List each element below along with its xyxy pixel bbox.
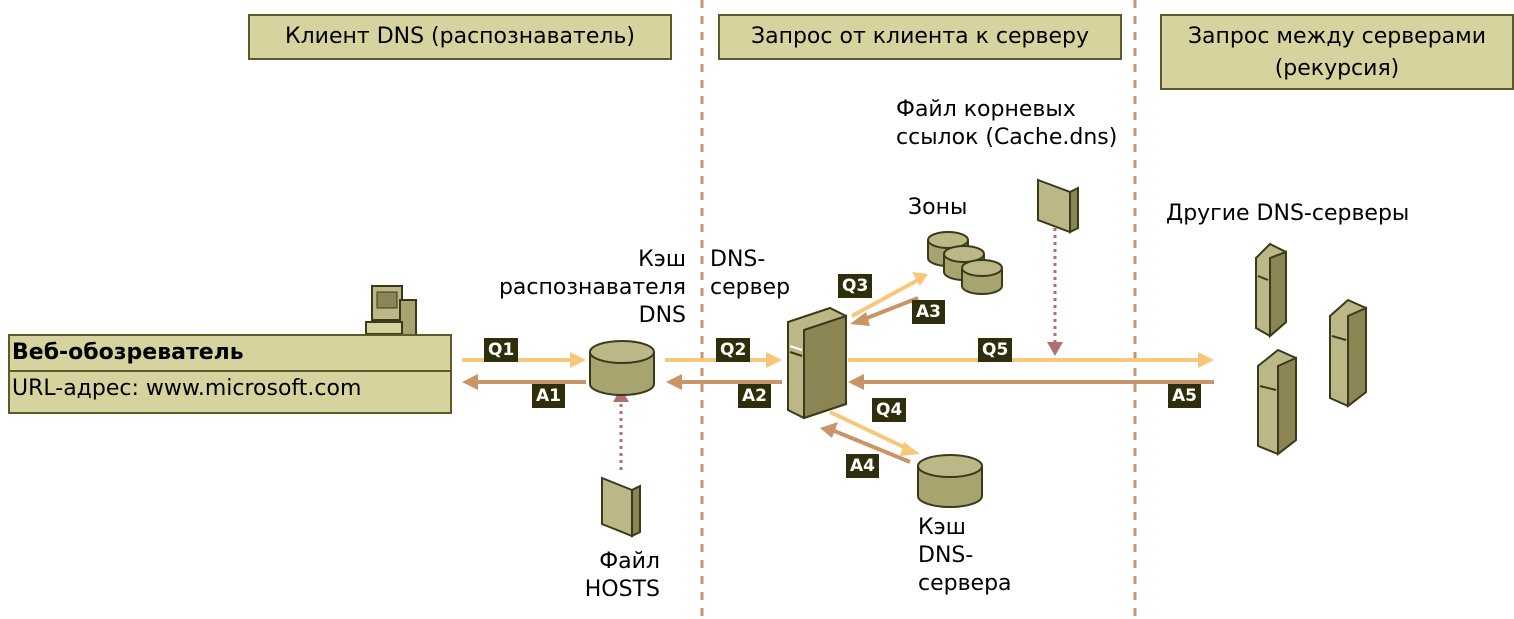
label-server-cache: Кэш DNS- сервера <box>918 515 1012 596</box>
badge-a3: A3 <box>912 300 945 324</box>
badge-a4: A4 <box>846 454 879 478</box>
hosts-file-icon <box>601 476 641 538</box>
badge-a1: A1 <box>532 384 565 408</box>
arrow-a3 <box>861 296 919 322</box>
browser-title: Веб-обозреватель <box>10 336 450 372</box>
badge-q4: Q4 <box>872 398 907 422</box>
arrow-q4 <box>829 410 911 452</box>
other-server-icon-2 <box>1329 298 1367 409</box>
header-between-servers: Запрос между серверами (рекурсия) <box>1160 14 1514 90</box>
dns-server-icon <box>787 306 847 420</box>
header-between-servers-line2: (рекурсия) <box>1274 56 1400 81</box>
resolver-cache-icon <box>589 340 655 396</box>
other-server-icon-3 <box>1257 348 1297 457</box>
header-between-servers-line1: Запрос между серверами <box>1187 24 1487 49</box>
browser-url: URL-адрес: www.microsoft.com <box>12 376 362 401</box>
badge-q1: Q1 <box>484 338 519 362</box>
root-hints-file-icon <box>1037 178 1079 234</box>
label-resolver-cache: Кэш распознавателя DNS <box>498 247 686 328</box>
label-other-servers: Другие DNS-серверы <box>1166 201 1410 226</box>
label-dns-server: DNS- сервер <box>710 247 791 300</box>
client-computer-icon <box>365 285 417 341</box>
badge-a2: A2 <box>738 384 771 408</box>
badge-q5: Q5 <box>978 338 1013 362</box>
other-server-icon-1 <box>1255 242 1287 339</box>
header-client-to-server: Запрос от клиента к серверу <box>718 14 1122 60</box>
label-zones: Зоны <box>908 195 968 220</box>
badge-a5: A5 <box>1168 384 1201 408</box>
badge-q2: Q2 <box>716 338 751 362</box>
arrow-a4 <box>831 428 911 464</box>
label-root-hints: Файл корневых ссылок (Cache.dns) <box>896 97 1118 150</box>
arrow-q3 <box>851 278 919 318</box>
zones-icon <box>927 231 1003 295</box>
server-cache-icon <box>917 454 983 508</box>
badge-q3: Q3 <box>838 274 873 298</box>
web-browser-box: Веб-обозреватель URL-адрес: www.microsof… <box>8 334 452 414</box>
header-client: Клиент DNS (распознаватель) <box>248 14 672 60</box>
label-hosts-file: Файл HOSTS <box>584 549 660 602</box>
